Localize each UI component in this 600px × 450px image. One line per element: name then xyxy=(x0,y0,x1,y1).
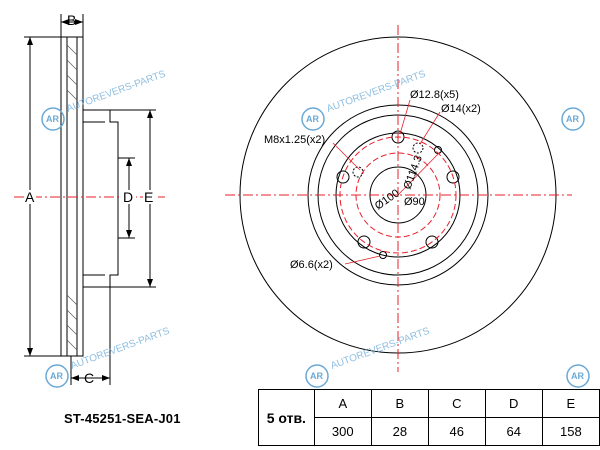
label-a-bg xyxy=(24,190,36,204)
label-a: A xyxy=(25,189,35,205)
dim-pcd-114: Ø114.3 xyxy=(402,154,425,191)
lug-hole-5 xyxy=(336,170,350,184)
watermark-logo: AR xyxy=(571,371,584,381)
watermark-3: AR xyxy=(561,107,585,131)
value-b: 28 xyxy=(370,417,429,446)
lug-hole-4 xyxy=(357,235,371,249)
part-number: ST-45251-SEA-J01 xyxy=(64,411,181,426)
header-a: A xyxy=(313,389,372,418)
side-view xyxy=(24,14,156,385)
spec-table: 5 отв. A B C D E 300 28 46 64 158 xyxy=(258,389,600,446)
header-e: E xyxy=(541,389,600,418)
header-c: C xyxy=(427,389,486,418)
front-view-leaders xyxy=(332,99,441,265)
holes-count: 5 отв. xyxy=(258,389,315,446)
watermark-logo: AR xyxy=(566,114,579,124)
label-e-bg xyxy=(143,190,157,204)
value-c: 46 xyxy=(427,417,486,446)
label-b: B xyxy=(67,12,76,28)
spec-table-value-row: 300 28 46 64 158 xyxy=(259,417,600,446)
hat-section xyxy=(83,109,119,288)
dim-hole-12-8: Ø12.8(x5) xyxy=(410,89,459,101)
watermark-2: AR AUTOREVERS-PARTS xyxy=(301,69,428,131)
watermark-6: AR xyxy=(566,364,590,388)
watermark-text: AUTOREVERS-PARTS xyxy=(69,326,171,372)
label-d: D xyxy=(123,189,133,205)
value-e: 158 xyxy=(541,417,600,446)
threaded-hole-2 xyxy=(412,142,424,154)
dim-pcd-100: Ø100 xyxy=(373,187,402,212)
dim-thread: M8x1.25(x2) xyxy=(264,134,325,146)
dim-hole-6-6: Ø6.6(x2) xyxy=(290,259,333,271)
header-b: B xyxy=(370,389,429,418)
lug-hole-2 xyxy=(446,170,460,184)
watermark-logo: AR xyxy=(50,371,63,381)
label-c: C xyxy=(84,370,94,386)
watermarks: AR AUTOREVERS-PARTS AR AUTOREVERS-PARTS … xyxy=(41,69,590,388)
lug-hole-3 xyxy=(425,235,439,249)
watermark-text: AUTOREVERS-PARTS xyxy=(329,326,431,372)
watermark-logo: AR xyxy=(306,114,319,124)
watermark-logo: AR xyxy=(46,114,59,124)
header-d: D xyxy=(484,389,543,418)
side-view-arrows xyxy=(27,19,153,381)
dim-center-90: Ø90 xyxy=(404,196,425,208)
label-d-bg xyxy=(122,190,136,204)
small-hole-1 xyxy=(379,251,387,259)
dim-hole-14: Ø14(x2) xyxy=(441,103,481,115)
value-d: 64 xyxy=(484,417,543,446)
front-view-centerlines xyxy=(225,25,572,372)
watermark-text: AUTOREVERS-PARTS xyxy=(65,69,167,115)
watermark-logo: AR xyxy=(310,371,323,381)
value-a: 300 xyxy=(313,417,372,446)
spec-table-header-row: 5 отв. A B C D E xyxy=(258,389,600,446)
vent-hatching xyxy=(66,44,78,351)
label-e: E xyxy=(144,189,153,205)
